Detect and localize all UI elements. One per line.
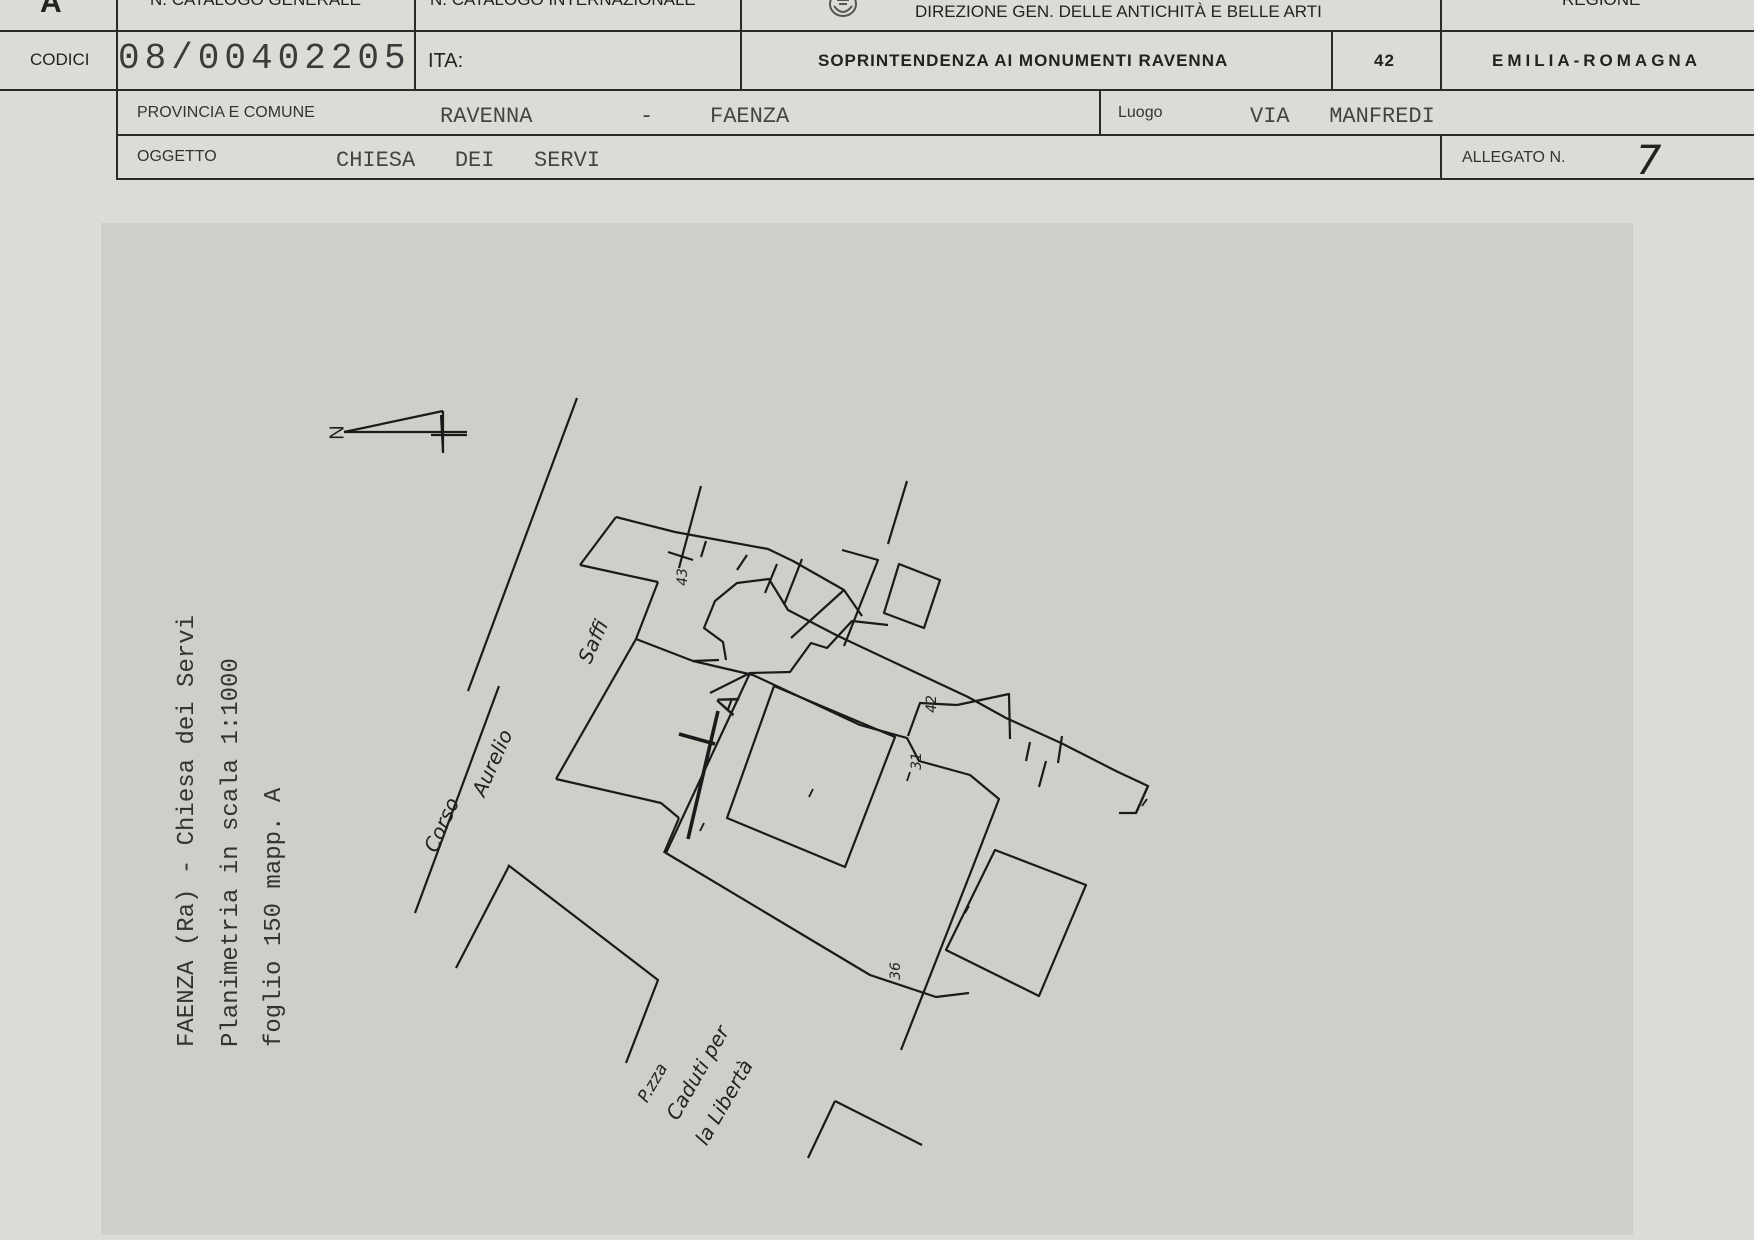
oggetto-value: CHIESA DEI SERVI (336, 148, 601, 173)
ita-label: ITA: (428, 50, 464, 72)
soprintendenza-value: SOPRINTENDENZA AI MONUMENTI RAVENNA (818, 51, 1229, 70)
church-cross-icon (678, 710, 720, 840)
header-top-rule (0, 30, 1754, 32)
form-letter: A (40, 0, 63, 19)
oggetto-label: OGGETTO (137, 148, 217, 165)
codici-divider-3 (740, 32, 742, 90)
plan-caption-line-1: FAENZA (Ra) - Chiesa dei Servi (174, 614, 201, 1047)
catalogo-internazionale-label: N. CATALOGO INTERNAZIONALE (430, 0, 696, 10)
allegato-divider (1440, 135, 1442, 180)
header-divider-3 (740, 0, 742, 30)
parcel-number-42: 42 (923, 695, 940, 713)
annex-block (841, 480, 942, 647)
ministero-label: DIREZIONE GEN. DELLE ANTICHITÀ E BELLE A… (915, 2, 1322, 21)
courtyard-right (944, 848, 1088, 998)
codici-bottom-rule (0, 89, 1754, 91)
codici-divider-1 (116, 32, 118, 90)
codice-generale: 08/00402205 (118, 38, 411, 79)
luogo-divider (1099, 90, 1101, 135)
street-lines (413, 397, 923, 1159)
header-divider-2 (414, 0, 416, 30)
courtyard-left (725, 684, 897, 869)
allegato-label: ALLEGATO N. (1462, 149, 1566, 166)
provincia-bottom-rule (116, 134, 1754, 136)
provincia-separator: - (640, 104, 654, 129)
allegato-value: 7 (1636, 138, 1662, 184)
codici-divider-4 (1331, 32, 1333, 90)
codici-divider-5 (1440, 32, 1442, 90)
codici-label: CODICI (30, 50, 90, 69)
site-plan-drawing (343, 397, 1150, 1159)
plan-photo: FAENZA (Ra) - Chiesa dei Servi Planimetr… (101, 223, 1633, 1235)
regione-label: REGIONE (1562, 0, 1640, 10)
header-divider-1 (116, 0, 118, 30)
oggetto-bottom-rule (116, 178, 1754, 180)
north-arrow-icon (343, 409, 467, 453)
soprintendenza-number: 42 (1374, 51, 1395, 70)
catalogo-generale-label: N. CATALOGO GENERALE (150, 0, 361, 10)
header-divider-4 (1440, 0, 1442, 30)
parcel-number-36: 36 (887, 962, 904, 980)
parcel-number-43: 43 (674, 568, 691, 586)
plan-caption-line-2: Planimetria in scala 1:1000 (218, 658, 245, 1047)
luogo-label: Luogo (1118, 104, 1163, 121)
regione-value: EMILIA-ROMAGNA (1492, 51, 1701, 70)
codici-divider-2 (414, 32, 416, 90)
provincia-value: RAVENNA (440, 104, 533, 129)
comune-value: FAENZA (710, 104, 790, 129)
north-label: N (326, 425, 349, 440)
ministero-seal-icon (826, 0, 860, 22)
luogo-value: VIA MANFREDI (1250, 104, 1435, 129)
parcel-number-31: 31 (908, 752, 925, 770)
provincia-label: PROVINCIA E COMUNE (137, 104, 315, 121)
plan-caption-line-3: foglio 150 mapp. A (261, 787, 288, 1047)
